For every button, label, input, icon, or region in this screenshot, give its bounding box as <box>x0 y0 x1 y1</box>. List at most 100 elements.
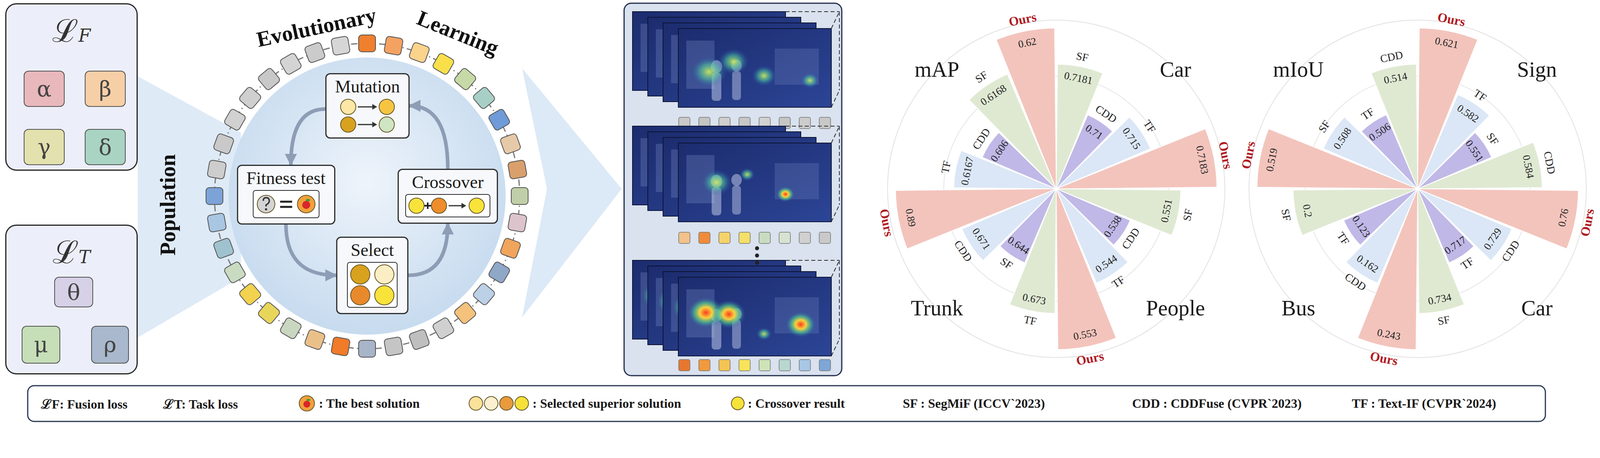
heatmap-frame <box>678 142 832 222</box>
box-heading: Crossover <box>398 172 497 193</box>
stack-dash <box>785 11 840 13</box>
box-heading: Fitness test <box>238 168 335 189</box>
feature-square <box>759 232 771 244</box>
weight-symbol: ρ <box>103 332 117 358</box>
method-name: TF <box>1471 87 1488 104</box>
method-name: Ours <box>1436 10 1467 29</box>
icon-frame <box>253 190 319 218</box>
method-name: SF <box>1279 208 1293 223</box>
legend-item: : Crossover result <box>730 394 845 413</box>
feature-square <box>779 232 791 244</box>
method-name: SF <box>998 255 1015 272</box>
icon-frame <box>347 262 398 308</box>
legend-frame <box>27 385 1546 422</box>
population-square <box>453 67 478 91</box>
solution-dot <box>499 396 514 411</box>
legend-item: TF : Text-IF (CVPR`2024) <box>1351 394 1496 413</box>
apple-leaf <box>305 198 311 202</box>
method-name: SF <box>1436 313 1452 327</box>
method-name: SF <box>973 69 990 86</box>
weight-box: β <box>84 70 126 107</box>
stack-dash <box>831 260 840 278</box>
population-square <box>304 328 326 351</box>
fitness-icon <box>238 188 335 220</box>
axis-label: mAP <box>914 58 960 81</box>
population-square <box>238 282 262 307</box>
axis-label: Trunk <box>910 297 964 319</box>
weight-box: α <box>23 70 65 107</box>
method-name: CDD <box>1379 49 1404 66</box>
population-square <box>212 132 235 155</box>
population-square <box>472 85 496 110</box>
weight-box: ρ <box>91 325 129 364</box>
population-square <box>223 260 247 284</box>
population-square <box>257 301 281 325</box>
stack-dash <box>785 125 840 127</box>
feature-square <box>819 117 831 129</box>
grid-circle <box>1248 20 1587 358</box>
axis-label: Car <box>1159 58 1192 81</box>
population-label: Population <box>157 154 179 256</box>
heat-blob <box>751 65 777 87</box>
method-name: Ours <box>1239 140 1258 170</box>
cycle-arrow <box>408 223 448 276</box>
feature-square <box>819 359 831 371</box>
axis-label: Sign <box>1516 58 1557 81</box>
population-disk <box>228 57 506 335</box>
weight-box: μ <box>21 325 61 364</box>
population-square <box>383 35 404 56</box>
arrow-head <box>372 104 378 110</box>
method-name: Ours <box>1216 140 1235 170</box>
solution-dot <box>379 116 395 133</box>
population-square <box>472 282 496 307</box>
apple-icon <box>302 200 311 209</box>
legend-text: SF : SegMiF (ICCV`2023) <box>902 395 1045 411</box>
weight-box: γ <box>23 128 65 166</box>
process-box: Crossover <box>397 168 498 224</box>
rose-bar <box>953 150 1057 189</box>
feature-square <box>779 359 791 371</box>
heat-blob <box>712 299 746 329</box>
box-heading: Mutation <box>326 76 409 98</box>
population-square <box>499 132 522 155</box>
stack-dash <box>838 11 840 91</box>
method-name: Ours <box>1075 348 1105 368</box>
feature-square <box>799 232 811 244</box>
population-square <box>304 41 326 64</box>
feature-square <box>738 359 751 371</box>
stack-dash <box>831 11 840 29</box>
population-square <box>358 34 376 52</box>
ellipsis-dot <box>755 260 760 265</box>
box-heading: Select <box>337 240 408 261</box>
crossover-icon <box>398 192 497 219</box>
legend-text: ℒF: Fusion loss <box>40 394 128 413</box>
method-name: TF <box>1141 118 1158 135</box>
population-square <box>383 336 404 357</box>
legend-item: : The best solution <box>297 394 420 413</box>
solution-dot <box>297 195 315 213</box>
legend-item: : Selected superior solution <box>468 394 682 413</box>
heat-blob <box>739 167 755 181</box>
population-square <box>431 52 455 76</box>
method-name: TF <box>1022 313 1038 327</box>
ellipsis-dot <box>755 246 760 251</box>
axis-label: People <box>1145 297 1205 319</box>
weight-symbol: μ <box>33 332 48 358</box>
flow-chevron <box>522 68 622 318</box>
population-square <box>206 212 227 233</box>
solution-dot <box>514 396 529 411</box>
stack-dash <box>831 338 840 356</box>
axis-label: Bus <box>1281 297 1316 319</box>
solution-dot <box>484 396 498 411</box>
feature-square <box>678 232 690 244</box>
legend-item: CDD : CDDFuse (CVPR`2023) <box>1132 394 1302 413</box>
method-name: SF <box>1181 208 1194 223</box>
legend-swatch <box>730 396 745 411</box>
solution-dot <box>257 195 275 213</box>
stack-dash <box>838 260 840 339</box>
loss-panel: ℒTθμρ <box>5 224 138 375</box>
rose-bar <box>1417 188 1465 314</box>
question-mark <box>263 197 270 207</box>
legend-text: : Crossover result <box>747 395 845 411</box>
